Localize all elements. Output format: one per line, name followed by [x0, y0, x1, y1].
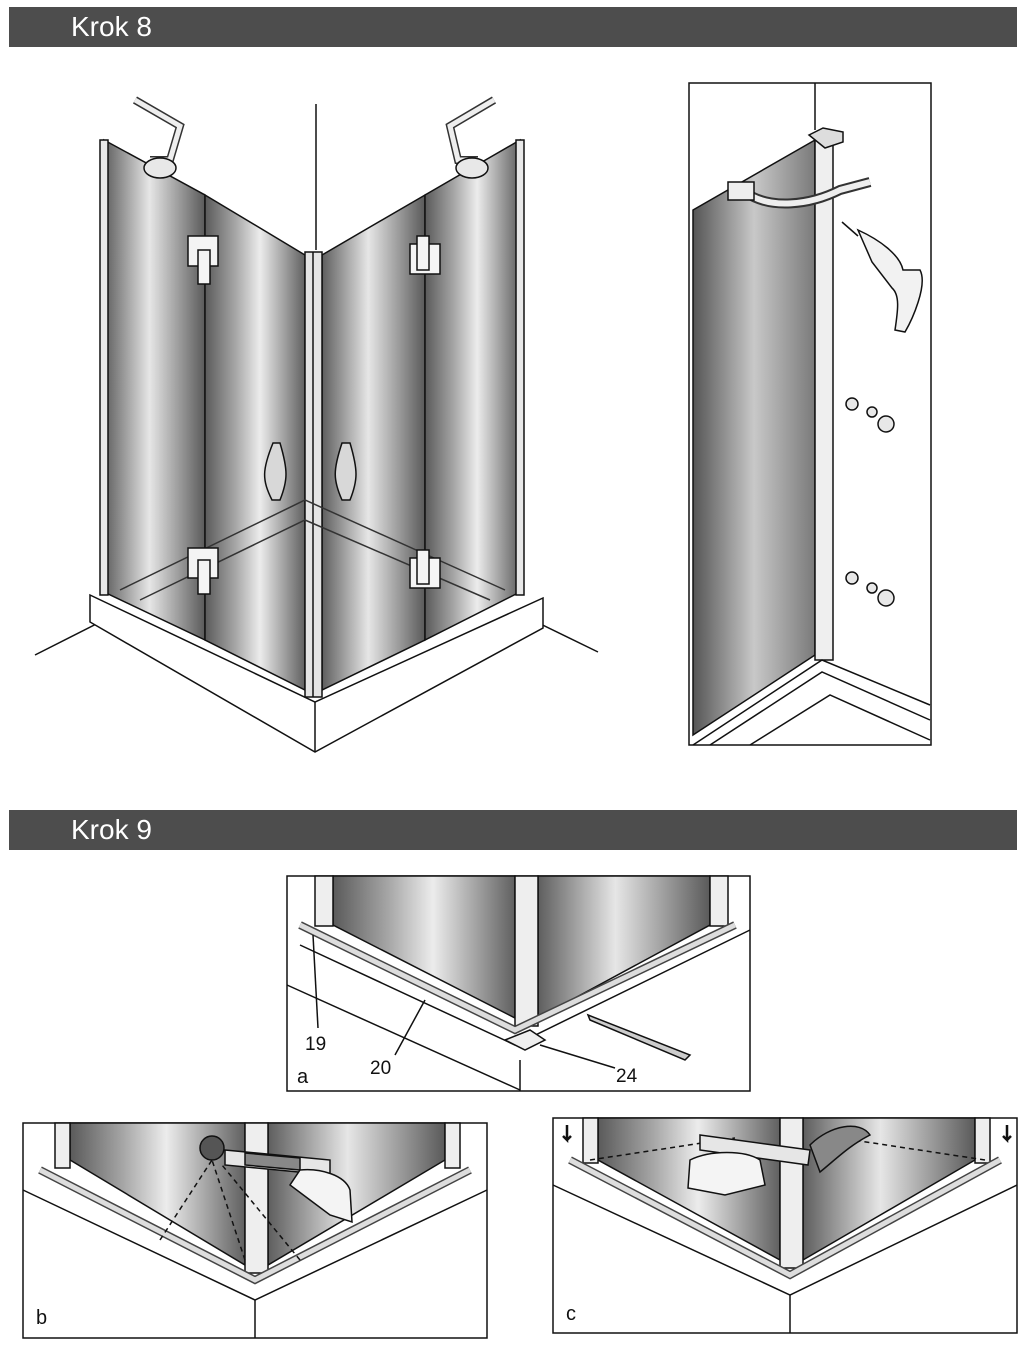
callout-24: 24 [616, 1066, 638, 1087]
step9-panel-a: 19 20 24 a [286, 875, 751, 1092]
drill-icon [841, 221, 923, 333]
shower-enclosure-illustration [34, 96, 599, 753]
step9-panel-b: b [22, 1122, 488, 1339]
callout-20: 20 [370, 1058, 391, 1079]
panel-a-letter: a [297, 1066, 309, 1088]
hand-icon [288, 1168, 353, 1224]
wall-mount-detail-illustration [688, 82, 932, 746]
hand-icon [687, 1151, 766, 1196]
silicone-gun-icon [224, 1149, 331, 1176]
step-9-title: Krok 9 [71, 814, 152, 845]
callout-19: 19 [305, 1034, 326, 1055]
panel-c-letter: c [566, 1303, 576, 1325]
screw-icon [845, 397, 895, 607]
silicone-gun-icon [699, 1125, 872, 1174]
step-9-header: Krok 9 [9, 810, 1017, 850]
step-8-header: Krok 8 [9, 7, 1017, 47]
step9-panel-c: c [552, 1117, 1018, 1334]
step-8-title: Krok 8 [71, 11, 152, 42]
panel-b-letter: b [36, 1307, 47, 1329]
